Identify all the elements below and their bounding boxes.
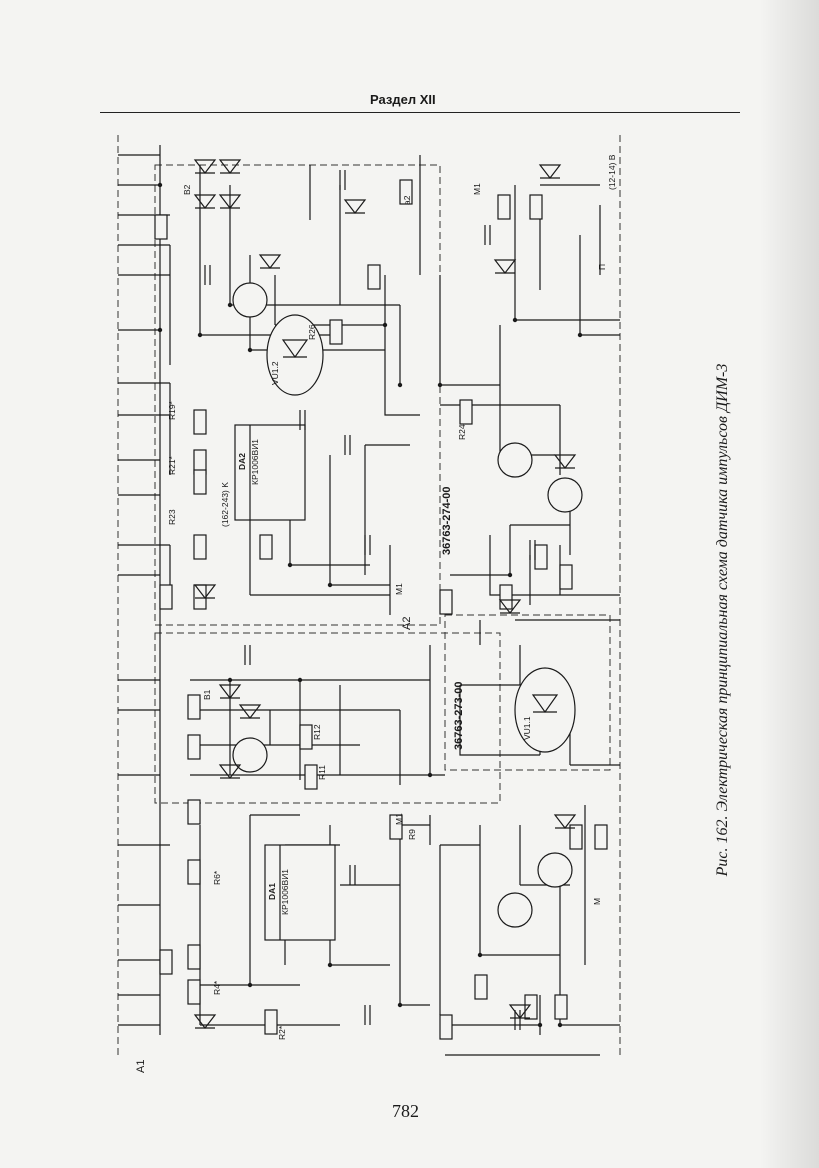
board-a1-outline	[154, 632, 501, 804]
label-r2: R2*	[277, 1025, 287, 1040]
section-title: Раздел XII	[370, 92, 436, 107]
optocoupler-vu11-body	[514, 667, 576, 753]
resistor-bodies	[154, 179, 608, 1040]
board-upper-outline	[154, 164, 441, 626]
header-rule	[100, 112, 740, 113]
board-a1-code: 36763-273-00	[453, 681, 465, 750]
net-label-m: М	[592, 898, 602, 905]
figure-caption-wrap: Рис. 162. Электрическая принципиальная с…	[706, 300, 740, 940]
chip-da2-body	[234, 424, 306, 521]
page-number: 782	[392, 1101, 419, 1121]
capacitor-plates	[204, 170, 536, 1030]
net-label-p: П	[597, 264, 607, 270]
board-a2-code: 36763-274-00	[441, 486, 453, 555]
optocoupler-vu12-ref: VU1.2	[270, 361, 280, 385]
optocoupler-vu11-ref: VU1.1	[522, 716, 532, 740]
label-r23: R23	[167, 509, 177, 525]
chip-da1-part: КР1006ВИ1	[280, 869, 290, 915]
net-label-b1: В1	[202, 689, 212, 700]
label-r24: R24	[457, 424, 467, 440]
net-label-voltage: (12-14) В	[607, 154, 617, 190]
label-r9: R9	[407, 829, 417, 840]
diode-symbols	[193, 159, 577, 1029]
transistor-bodies	[232, 282, 583, 928]
chip-da1-ref: DA1	[267, 883, 277, 900]
net-label-a2: a2	[402, 195, 412, 205]
label-r4: R4*	[212, 980, 222, 995]
junction-dots	[157, 182, 583, 1028]
figure-caption: Рис. 162. Электрическая принципиальная с…	[714, 363, 731, 877]
scan-edge-shadow	[759, 0, 819, 1168]
net-label-m1-right: M1	[472, 183, 482, 195]
net-label-m1-lower: M1	[394, 813, 404, 825]
chip-da2-ref: DA2	[237, 453, 247, 470]
chip-da2-part: КР1006ВИ1	[250, 439, 260, 485]
value-r16: (162-243) K	[220, 482, 230, 527]
board-a2-outline	[444, 614, 611, 771]
net-label-b2: В2	[182, 184, 192, 195]
board-a1-label: A1	[135, 1060, 147, 1073]
optocoupler-vu12-body	[266, 314, 324, 396]
schematic-labels: 36763-274-00 36763-273-00 A1 A2 DA2 КР10…	[135, 154, 617, 1073]
chip-da1-body	[264, 844, 336, 941]
label-r12: R12	[312, 724, 322, 740]
board-a2-label: A2	[401, 617, 413, 630]
label-r19: R19*	[167, 400, 177, 420]
label-r21: R21*	[167, 455, 177, 475]
schematic-diagram: 36763-274-00 36763-273-00 A1 A2 DA2 КР10…	[117, 135, 621, 1073]
label-r26: R26	[307, 324, 317, 340]
net-label-m1-upper: M1	[394, 583, 404, 595]
label-r11: R11	[317, 765, 327, 780]
label-r6: R6*	[212, 870, 222, 885]
